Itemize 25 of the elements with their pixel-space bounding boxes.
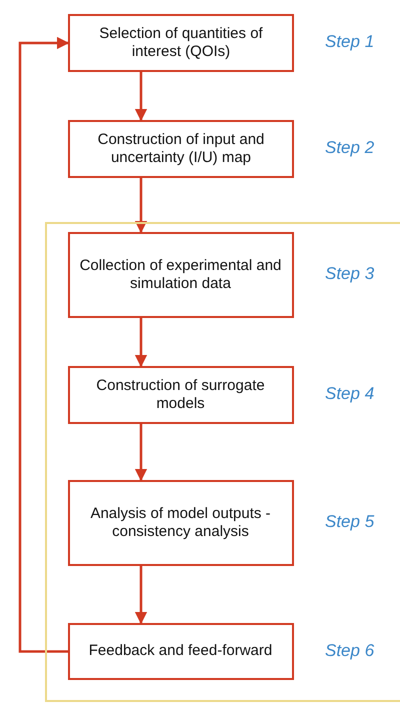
process-box [68, 366, 294, 424]
process-box [68, 120, 294, 178]
group-frame [45, 222, 400, 702]
arrow [134, 424, 148, 482]
step-label: Step 4 [325, 384, 374, 404]
process-box [68, 14, 294, 72]
step-label: Step 1 [325, 32, 374, 52]
step-label: Step 5 [325, 512, 374, 532]
step-label: Step 2 [325, 138, 374, 158]
step-label: Step 3 [325, 264, 374, 284]
step-description: Construction of input and uncertainty (I/U) map [96, 131, 266, 167]
process-box [68, 480, 294, 566]
step-description: Construction of surrogate models [95, 376, 266, 412]
arrow [134, 72, 148, 122]
arrow [134, 178, 148, 234]
process-box [68, 622, 294, 680]
step-description: Selection of quantities of interest (QOIs) [98, 25, 264, 61]
process-box [68, 232, 294, 318]
arrow [134, 566, 148, 624]
step-label: Step 6 [325, 640, 374, 660]
step-description: Collection of experimental and simulation data [78, 256, 282, 292]
arrow [134, 318, 148, 368]
step-description: Analysis of model outputs - consistency analysis [89, 504, 272, 540]
step-description: Feedback and feed-forward [88, 642, 274, 660]
arrow [18, 36, 70, 653]
